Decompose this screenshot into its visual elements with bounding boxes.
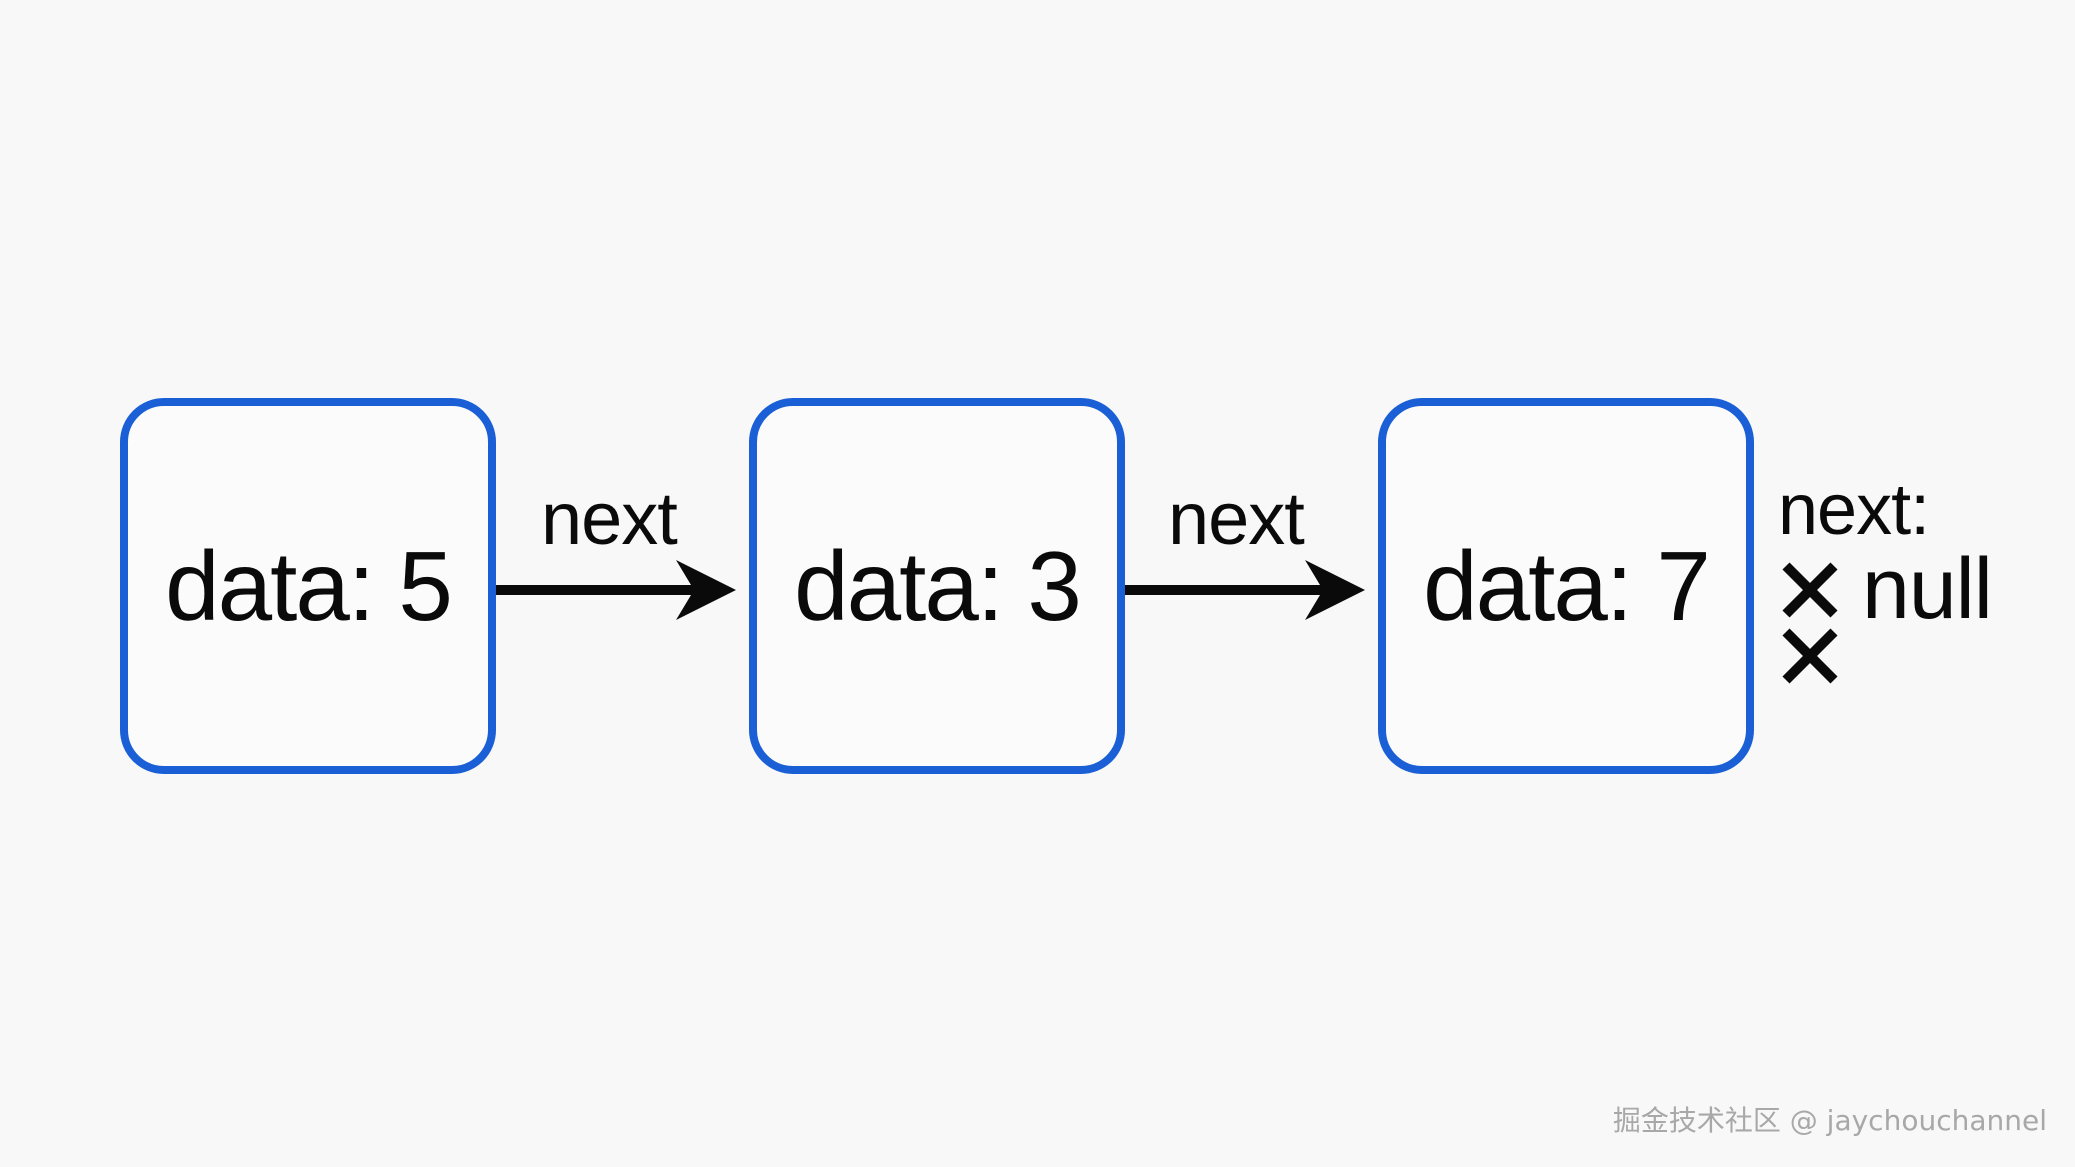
list-node-1: data: 5 [120,398,496,774]
close-icon [1782,562,1838,618]
list-node-3: data: 7 [1378,398,1754,774]
null-label: null [1862,541,1993,637]
next-arrow-1 [496,560,736,620]
watermark: 掘金技术社区 @ jaychouchannel [1612,1104,2047,1137]
node-1-data-label: data: 5 [165,531,453,641]
next-arrow-2 [1125,560,1365,620]
tail-next-label: next: [1778,470,1930,550]
edge-1-label: next [541,477,678,560]
edge-2-label: next [1168,477,1305,560]
node-2-data-label: data: 3 [794,531,1082,641]
node-3-data-label: data: 7 [1423,531,1711,641]
list-node-2: data: 3 [749,398,1125,774]
close-icon [1782,628,1838,684]
